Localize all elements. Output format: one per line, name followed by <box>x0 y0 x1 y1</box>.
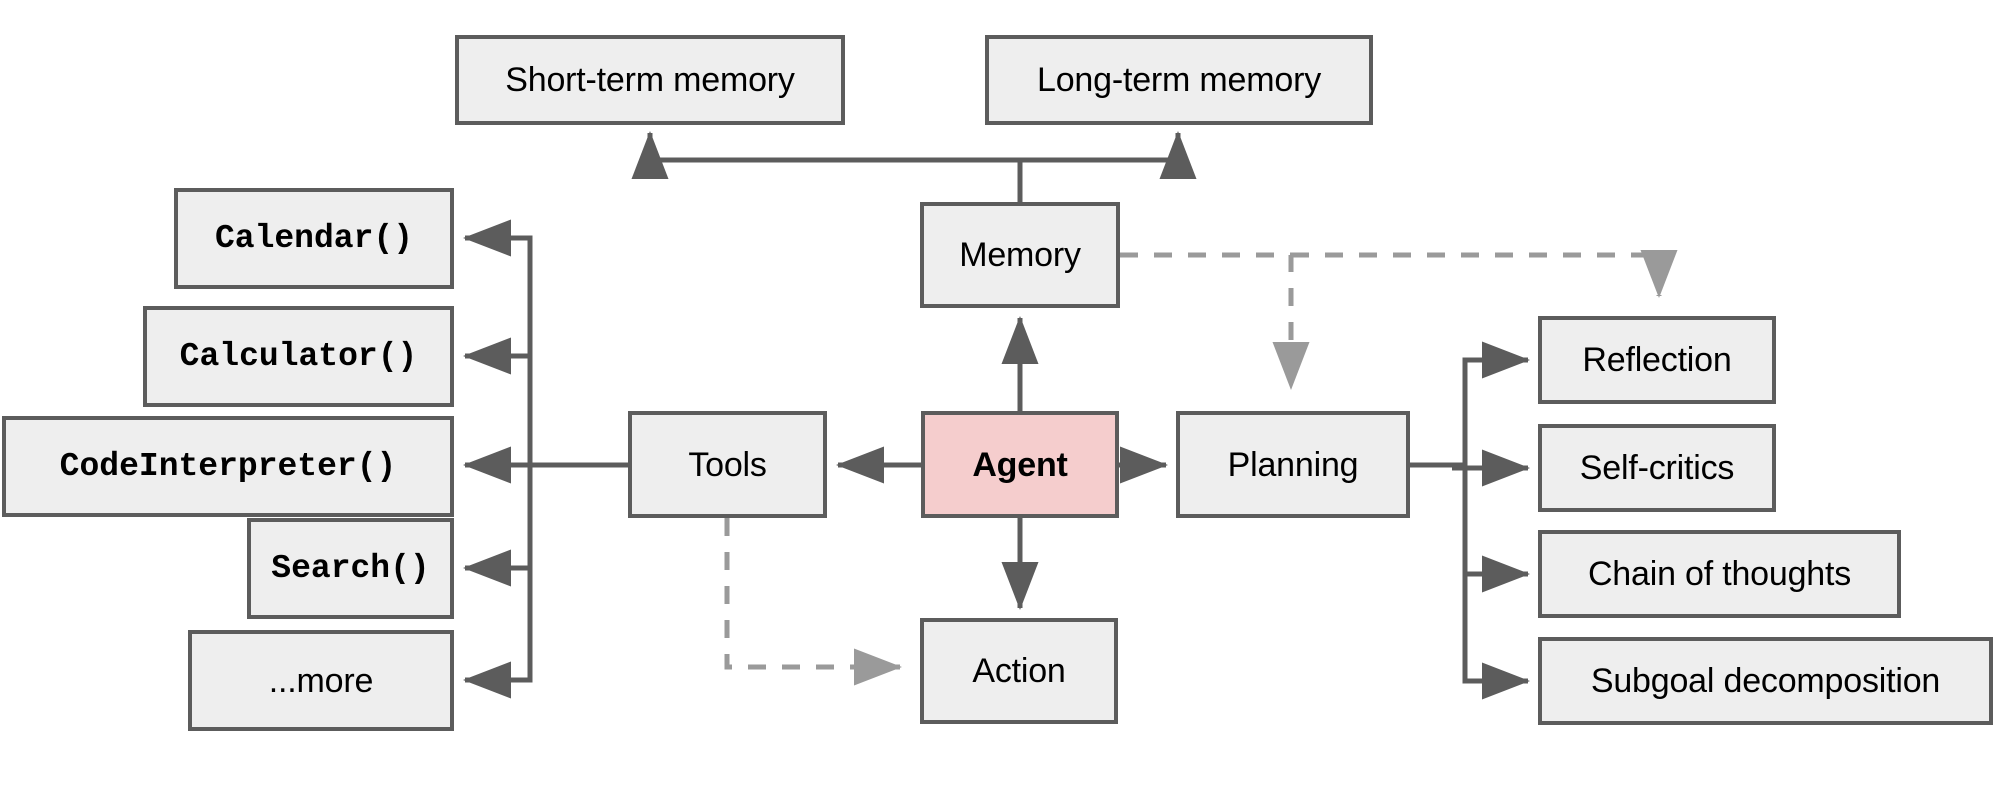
node-action-label: Action <box>972 652 1066 690</box>
node-chain-of-thoughts-label: Chain of thoughts <box>1587 555 1852 593</box>
node-self-critics-label: Self-critics <box>1579 449 1735 487</box>
node-chain-of-thoughts[interactable]: Chain of thoughts <box>1538 530 1901 618</box>
node-planning[interactable]: Planning <box>1176 411 1410 518</box>
node-tool-more-label: ...more <box>268 661 374 700</box>
node-action[interactable]: Action <box>920 618 1118 724</box>
node-subgoal-decomposition-label: Subgoal decomposition <box>1590 662 1941 700</box>
node-tool-code-interpreter-label: CodeInterpreter() <box>59 448 397 485</box>
node-short-term-memory-label: Short-term memory <box>505 61 795 99</box>
node-reflection-label: Reflection <box>1582 341 1732 379</box>
node-long-term-memory[interactable]: Long-term memory <box>985 35 1373 125</box>
node-tool-calendar[interactable]: Calendar() <box>174 188 454 289</box>
node-planning-label: Planning <box>1227 445 1359 484</box>
node-tool-more[interactable]: ...more <box>188 630 454 731</box>
edge-tools-to-calendar <box>462 219 628 468</box>
edge-memory-to-planning-dashed <box>1120 252 1310 391</box>
node-memory[interactable]: Memory <box>920 202 1120 308</box>
edge-memory-to-long-term <box>1020 130 1197 179</box>
node-agent-label: Agent <box>972 445 1068 484</box>
edge-tools-to-action-dashed <box>724 518 903 686</box>
node-tool-search[interactable]: Search() <box>247 518 454 619</box>
edge-memory-to-reflection-dashed <box>1291 250 1678 299</box>
node-subgoal-decomposition[interactable]: Subgoal decomposition <box>1538 637 1993 725</box>
node-tool-calculator-label: Calculator() <box>179 338 418 375</box>
node-tool-search-label: Search() <box>271 550 430 587</box>
edge-memory-to-short-term <box>631 130 1023 202</box>
node-short-term-memory[interactable]: Short-term memory <box>455 35 845 125</box>
node-tools[interactable]: Tools <box>628 411 827 518</box>
node-long-term-memory-label: Long-term memory <box>1037 61 1321 99</box>
node-tools-label: Tools <box>688 445 767 484</box>
node-tool-code-interpreter[interactable]: CodeInterpreter() <box>2 416 454 517</box>
node-self-critics[interactable]: Self-critics <box>1538 424 1776 512</box>
node-reflection[interactable]: Reflection <box>1538 316 1776 404</box>
node-memory-label: Memory <box>959 236 1081 274</box>
edge-planning-to-reflection <box>1410 341 1531 468</box>
node-tool-calendar-label: Calendar() <box>214 220 414 257</box>
edge-planning-to-subgoal <box>1462 465 1531 700</box>
node-agent[interactable]: Agent <box>921 411 1119 518</box>
edge-tools-to-more <box>462 465 533 699</box>
node-tool-calculator[interactable]: Calculator() <box>143 306 454 407</box>
